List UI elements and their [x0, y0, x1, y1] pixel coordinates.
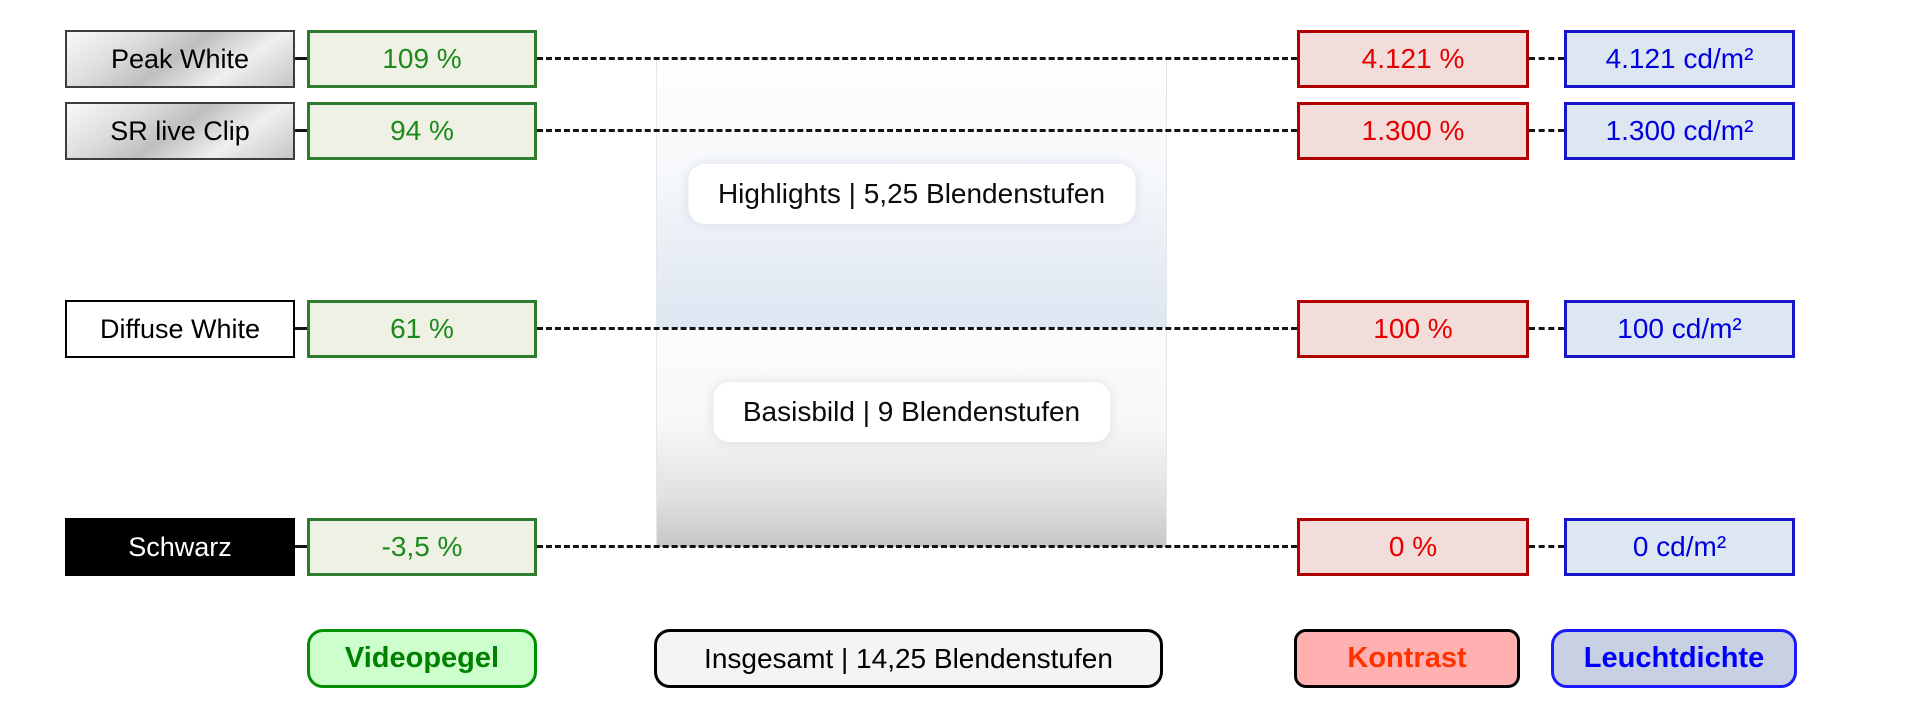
leuchtdichte-value-peak-white: 4.121 cd/m²: [1564, 30, 1795, 88]
kontrast-value-peak-white: 4.121 %: [1297, 30, 1529, 88]
connector-line: [537, 545, 1297, 548]
connector-line: [537, 129, 1297, 132]
dynamic-range-panel: Highlights | 5,25 Blendenstufen Basisbil…: [656, 60, 1167, 547]
label-box-schwarz: Schwarz: [65, 518, 295, 576]
videopegel-value-sr-live-clip: 94 %: [307, 102, 537, 160]
videopegel-value-schwarz: -3,5 %: [307, 518, 537, 576]
label-box-peak-white: Peak White: [65, 30, 295, 88]
connector-line: [1529, 129, 1564, 132]
videopegel-value-diffuse-white: 61 %: [307, 300, 537, 358]
connector-line: [1529, 57, 1564, 60]
connector-line: [1529, 545, 1564, 548]
connector-line: [295, 545, 307, 548]
connector-line: [295, 129, 307, 132]
kontrast-value-diffuse-white: 100 %: [1297, 300, 1529, 358]
kontrast-value-sr-live-clip: 1.300 %: [1297, 102, 1529, 160]
leuchtdichte-value-sr-live-clip: 1.300 cd/m²: [1564, 102, 1795, 160]
videopegel-value-peak-white: 109 %: [307, 30, 537, 88]
legend-kontrast: Kontrast: [1294, 629, 1520, 688]
legend-insgesamt-total-stops: Insgesamt | 14,25 Blendenstufen: [654, 629, 1163, 688]
connector-line: [1529, 327, 1564, 330]
basisbild-range-label: Basisbild | 9 Blendenstufen: [712, 382, 1111, 442]
connector-line: [537, 57, 1297, 60]
kontrast-value-schwarz: 0 %: [1297, 518, 1529, 576]
highlights-range-label: Highlights | 5,25 Blendenstufen: [687, 164, 1136, 224]
label-box-diffuse-white: Diffuse White: [65, 300, 295, 358]
connector-line: [295, 57, 307, 60]
connector-line: [537, 327, 1297, 330]
connector-line: [295, 327, 307, 330]
legend-leuchtdichte: Leuchtdichte: [1551, 629, 1797, 688]
leuchtdichte-value-schwarz: 0 cd/m²: [1564, 518, 1795, 576]
leuchtdichte-value-diffuse-white: 100 cd/m²: [1564, 300, 1795, 358]
legend-videopegel: Videopegel: [307, 629, 537, 688]
label-box-sr-live-clip: SR live Clip: [65, 102, 295, 160]
